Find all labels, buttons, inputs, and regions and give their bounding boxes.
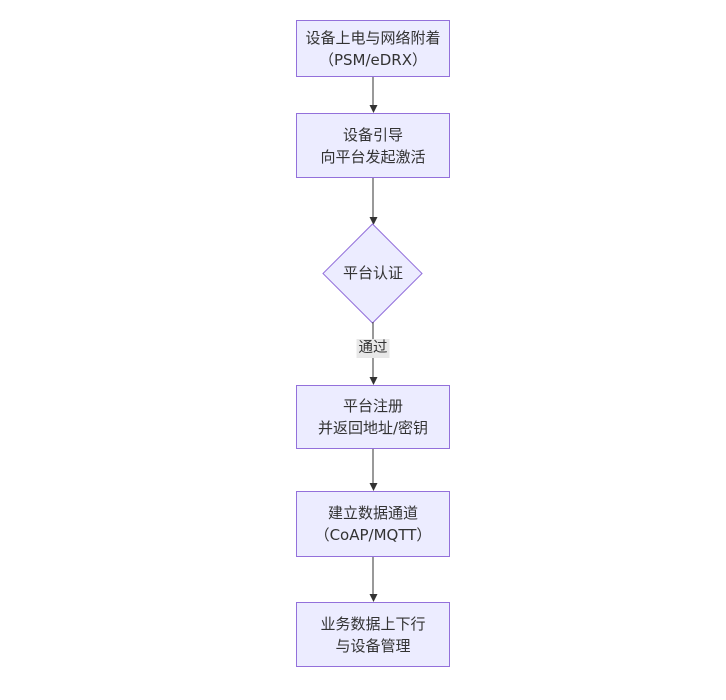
- arrow-channel-to-business: [369, 557, 378, 602]
- node-business-data-line1: 业务数据上下行: [320, 614, 426, 633]
- node-power-attach-line2: （PSM/eDRX）: [318, 50, 428, 69]
- node-bootstrap: 设备引导 向平台发起激活: [296, 113, 450, 178]
- arrow-line: [372, 178, 374, 217]
- arrow-register-to-channel: [369, 449, 378, 491]
- arrow-power-to-bootstrap: [369, 77, 378, 113]
- arrow-head-icon: [369, 217, 377, 225]
- node-data-channel-line1: 建立数据通道: [327, 504, 418, 522]
- arrow-head-icon: [369, 483, 377, 491]
- node-power-attach: 设备上电与网络附着 （PSM/eDRX）: [296, 20, 450, 77]
- decision-platform-auth-label: 平台认证: [342, 264, 404, 282]
- node-data-channel: 建立数据通道 （CoAP/MQTT）: [296, 491, 450, 557]
- node-data-channel-line2: （CoAP/MQTT）: [314, 526, 432, 544]
- node-register-line1: 平台注册: [342, 397, 403, 415]
- arrow-line: [372, 557, 374, 594]
- node-bootstrap-line1: 设备引导: [342, 125, 403, 144]
- node-register: 平台注册 并返回地址/密钥: [296, 385, 450, 449]
- arrow-bootstrap-to-auth: [369, 178, 378, 225]
- node-power-attach-line1: 设备上电与网络附着: [305, 28, 441, 47]
- arrow-head-icon: [369, 105, 377, 113]
- node-business-data: 业务数据上下行 与设备管理: [296, 602, 450, 667]
- node-bootstrap-line2: 向平台发起激活: [320, 147, 426, 166]
- arrow-line: [372, 77, 374, 105]
- node-register-line2: 并返回地址/密钥: [317, 419, 429, 437]
- arrow-head-icon: [369, 377, 377, 385]
- arrow-head-icon: [369, 594, 377, 602]
- edge-label-pass: 通过: [356, 339, 390, 358]
- node-business-data-line2: 与设备管理: [335, 636, 411, 655]
- arrow-line: [372, 449, 374, 483]
